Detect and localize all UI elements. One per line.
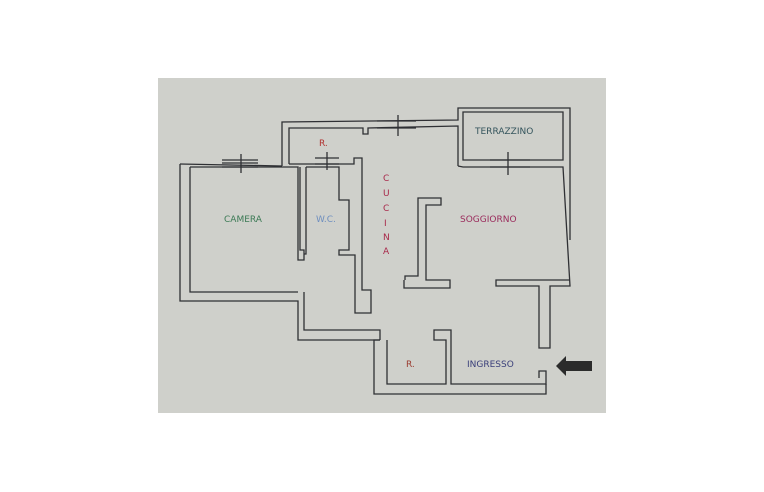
walls [179,107,571,395]
svg-text:C: C [383,174,389,184]
room-label-wc: W.C. [316,215,336,225]
floor-plan-photo: CAMERA W.C. R. C U C I N A SOGGIORNO TER… [158,78,606,413]
svg-text:I: I [384,219,387,229]
room-label-soggiorno: SOGGIORNO [460,215,517,225]
room-label-camera: CAMERA [224,215,263,225]
room-label-ingresso: INGRESSO [467,360,514,370]
svg-text:C: C [383,204,389,214]
svg-text:N: N [383,233,390,243]
entrance-arrow-icon [556,356,592,376]
room-label-r-top: R. [319,139,328,149]
room-label-r-bottom: R. [406,360,415,370]
room-label-terrazzino: TERRAZZINO [474,127,533,137]
svg-text:A: A [383,247,390,257]
room-label-cucina: C U C I N A [383,174,390,257]
svg-text:U: U [383,189,390,199]
floor-plan-drawing: CAMERA W.C. R. C U C I N A SOGGIORNO TER… [179,107,592,395]
